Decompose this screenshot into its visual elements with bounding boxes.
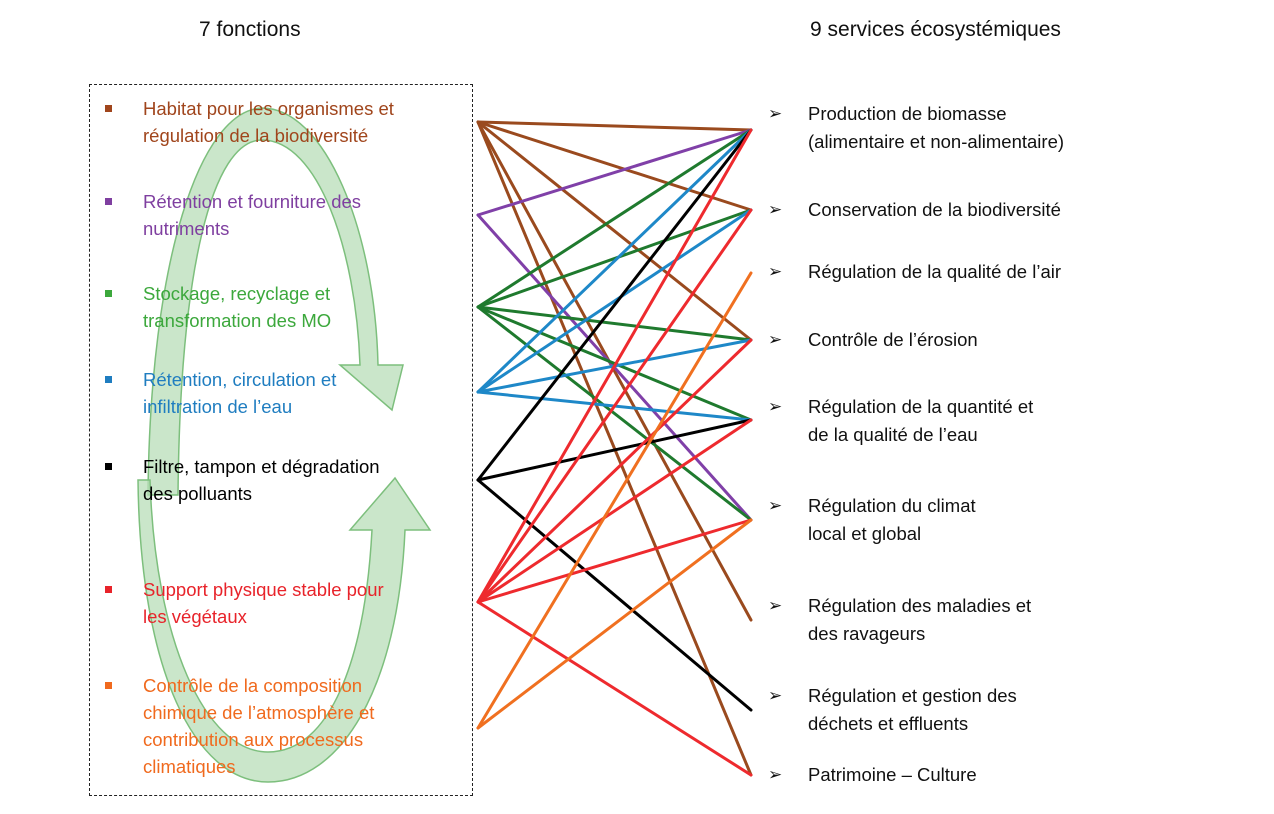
link-support-climate <box>476 518 753 604</box>
link-organic-climate <box>476 305 753 522</box>
link-habitat-erosion <box>476 120 753 342</box>
functions-title: 7 fonctions <box>199 18 301 41</box>
link-support-water_reg <box>476 418 753 604</box>
function-label: Filtre, tampon et dégradation des pollua… <box>143 456 380 504</box>
link-habitat-biodiversity <box>476 120 753 212</box>
functions-box <box>89 84 473 796</box>
link-habitat-pests <box>476 120 753 622</box>
link-support-erosion <box>476 338 753 604</box>
square-bullet-icon <box>105 105 112 112</box>
links-layer <box>476 120 753 777</box>
arrow-bullet-icon: ➢ <box>768 596 783 615</box>
arrow-bullet-icon: ➢ <box>768 397 783 416</box>
link-habitat-biomass <box>476 120 753 132</box>
cycle-arrow-up-icon <box>137 476 432 783</box>
link-water-biodiversity <box>476 208 753 394</box>
link-support-biodiversity <box>476 208 753 604</box>
service-label: Contrôle de l’érosion <box>808 329 978 350</box>
arrow-bullet-icon: ➢ <box>768 262 783 281</box>
arrow-bullet-icon: ➢ <box>768 104 783 123</box>
link-atmosphere-air <box>476 271 753 730</box>
cycle-arrow-down-icon <box>147 107 404 496</box>
link-filter-water_reg <box>476 418 753 482</box>
service-label: Conservation de la biodiversité <box>808 199 1061 220</box>
arrow-bullet-icon: ➢ <box>768 330 783 349</box>
link-organic-erosion <box>476 305 753 342</box>
link-nutrients-biomass <box>476 128 753 217</box>
square-bullet-icon <box>105 463 112 470</box>
function-label: Rétention et fourniture des nutriments <box>143 191 362 239</box>
cycle-arrows <box>137 107 432 783</box>
arrow-bullet-icon: ➢ <box>768 200 783 219</box>
link-support-biomass <box>476 128 753 604</box>
function-label: Stockage, recyclage et transformation de… <box>143 283 332 331</box>
arrow-bullet-icon: ➢ <box>768 496 783 515</box>
arrow-bullet-icon: ➢ <box>768 686 783 705</box>
service-label: Régulation des maladies et des ravageurs <box>808 595 1032 644</box>
function-label: Support physique stable pour les végétau… <box>143 579 384 627</box>
link-organic-biomass <box>476 128 753 309</box>
square-bullet-icon <box>105 290 112 297</box>
services-title: 9 services écosystémiques <box>810 18 1061 41</box>
square-bullet-icon <box>105 198 112 205</box>
link-water-biomass <box>476 128 753 394</box>
function-label: Rétention, circulation et infiltration d… <box>143 369 337 417</box>
link-organic-biodiversity <box>476 208 753 309</box>
service-label: Régulation de la quantité et de la quali… <box>808 396 1034 445</box>
arrow-bullet-icon: ➢ <box>768 765 783 784</box>
link-filter-waste <box>476 478 753 712</box>
service-label: Production de biomasse (alimentaire et n… <box>808 103 1065 152</box>
function-label: Habitat pour les organismes et régulatio… <box>143 98 394 146</box>
link-atmosphere-climate <box>476 518 753 730</box>
service-label: Patrimoine – Culture <box>808 764 977 785</box>
function-label: Contrôle de la composition chimique de l… <box>143 675 375 777</box>
service-label: Régulation du climat local et global <box>808 495 976 544</box>
service-label: Régulation de la qualité de l’air <box>808 261 1062 282</box>
square-bullet-icon <box>105 586 112 593</box>
square-bullet-icon <box>105 682 112 689</box>
link-filter-biomass <box>476 128 753 482</box>
service-label: Régulation et gestion des déchets et eff… <box>808 685 1017 734</box>
square-bullet-icon <box>105 376 112 383</box>
link-support-heritage <box>476 600 753 777</box>
